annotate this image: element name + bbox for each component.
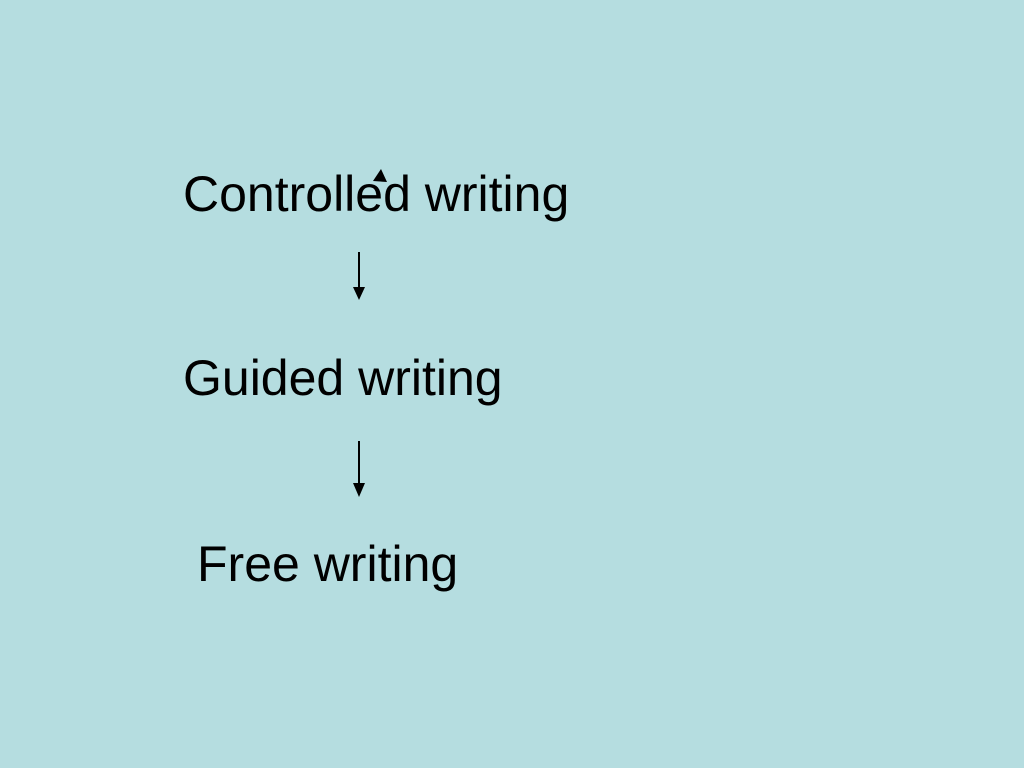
down-arrow-icon bbox=[353, 441, 365, 497]
step-controlled-writing: Controlled writing bbox=[183, 166, 570, 222]
small-triangle-glyph-icon bbox=[373, 169, 387, 182]
step-free-writing: Free writing bbox=[197, 536, 459, 592]
down-arrow-icon bbox=[353, 252, 365, 300]
step-guided-writing: Guided writing bbox=[183, 350, 503, 406]
